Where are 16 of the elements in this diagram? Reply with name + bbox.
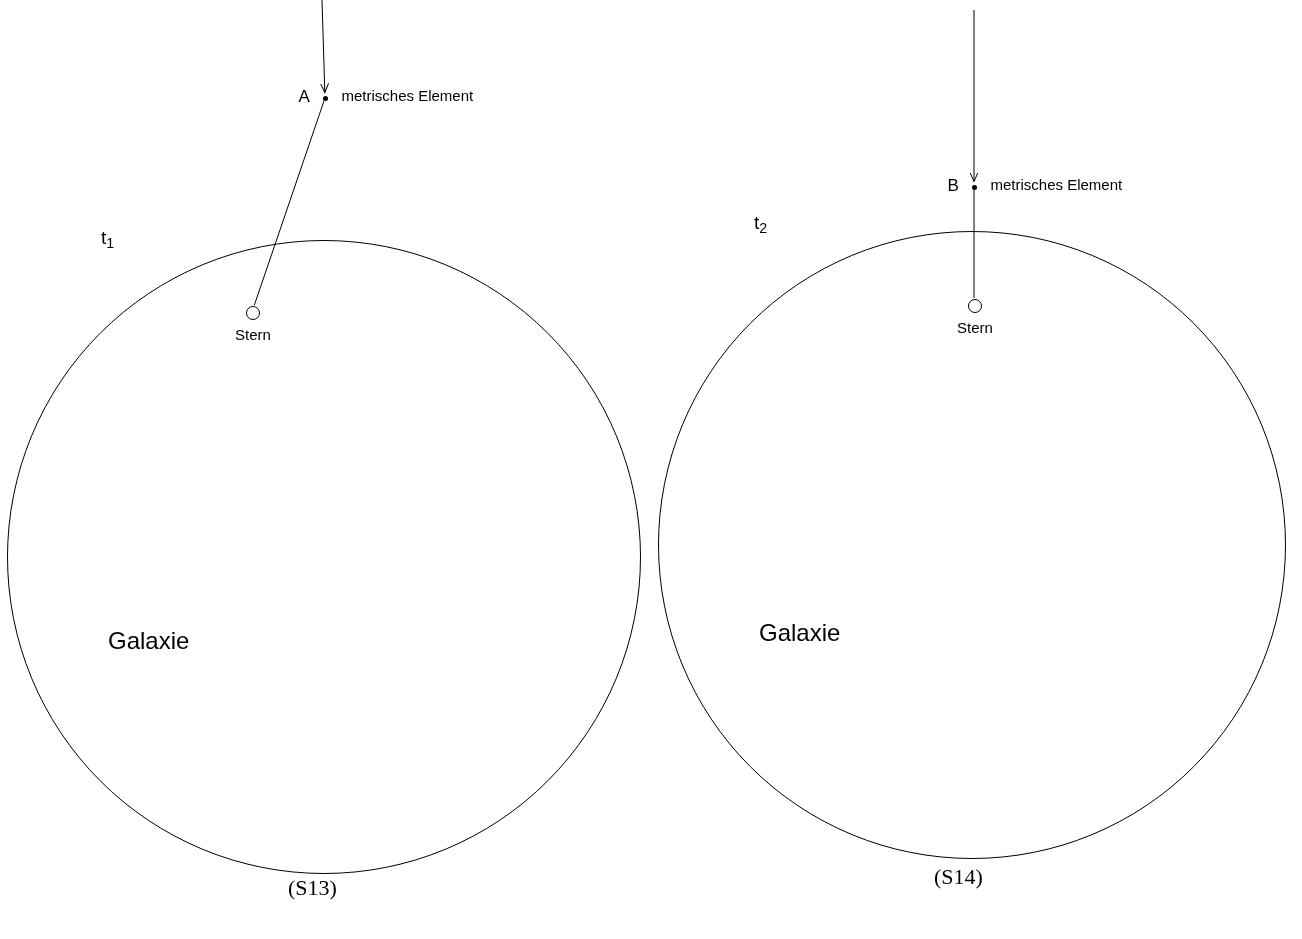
point-letter: B bbox=[947, 177, 959, 194]
arrow bbox=[320, 0, 330, 93]
galaxy-label: Galaxie bbox=[759, 621, 841, 645]
time-label: t$_{1}$ bbox=[101, 228, 115, 247]
figure-number: (S13) bbox=[288, 877, 337, 899]
star-label: Stern bbox=[956, 320, 994, 335]
point-letter: A bbox=[298, 88, 310, 105]
star-label: Stern bbox=[234, 327, 272, 342]
galaxy-label: Galaxie bbox=[108, 629, 190, 653]
time-label: t$_{2}$ bbox=[754, 213, 768, 232]
figure-number: (S14) bbox=[934, 866, 983, 888]
connector-line bbox=[973, 189, 975, 299]
connector-line bbox=[253, 99, 325, 306]
point-label: metrisches Element bbox=[341, 88, 474, 103]
point-label: metrisches Element bbox=[990, 177, 1123, 192]
arrow bbox=[969, 9, 979, 182]
